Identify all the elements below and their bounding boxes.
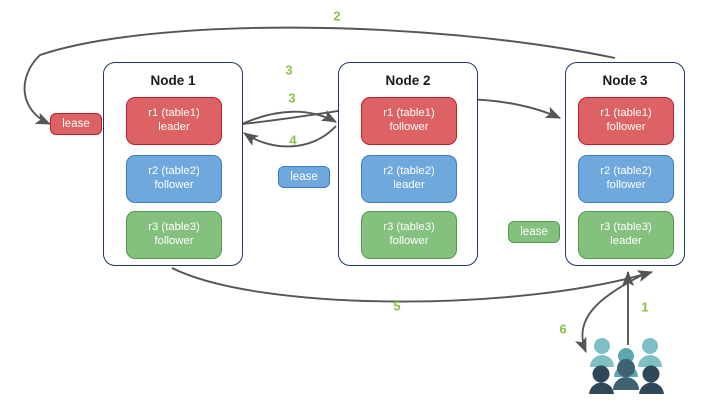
step-label-5: 5 — [393, 298, 401, 314]
step-label-2: 2 — [333, 8, 341, 24]
replica-n1-r2[interactable]: r2 (table2) follower — [126, 155, 222, 203]
clients-people-icon — [588, 334, 666, 395]
replica-n2-r1[interactable]: r1 (table1) follower — [361, 97, 457, 145]
replica-n3-r2[interactable]: r2 (table2) follower — [578, 155, 674, 203]
replica-role: follower — [606, 179, 646, 191]
replica-n1-r1[interactable]: r1 (table1) leader — [126, 97, 222, 145]
replica-role: follower — [389, 235, 429, 247]
replica-name: r3 (table3) — [383, 221, 435, 234]
node-card-2[interactable]: Node 2 r1 (table1) follower r2 (table2) … — [338, 62, 478, 266]
replica-n2-r3[interactable]: r3 (table3) follower — [361, 211, 457, 259]
node-card-1[interactable]: Node 1 r1 (table1) leader r2 (table2) fo… — [103, 62, 243, 266]
replica-role: leader — [393, 179, 425, 191]
lease-chip-red[interactable]: lease — [50, 113, 102, 135]
node-card-3[interactable]: Node 3 r1 (table1) follower r2 (table2) … — [565, 62, 685, 266]
arrow-step-5 — [171, 267, 654, 303]
node-title-1: Node 1 — [150, 73, 196, 88]
replica-role: follower — [606, 121, 646, 133]
step-label-4: 4 — [289, 132, 297, 148]
replica-n2-r2[interactable]: r2 (table2) leader — [361, 155, 457, 203]
replica-role: leader — [610, 235, 642, 247]
replica-name: r1 (table1) — [148, 107, 200, 120]
replica-n3-r3[interactable]: r3 (table3) leader — [578, 211, 674, 259]
node-title-2: Node 2 — [385, 73, 431, 88]
arrow-step-3-node2 — [241, 109, 338, 125]
step-label-3-upper: 3 — [285, 62, 293, 78]
replica-name: r2 (table2) — [600, 165, 652, 178]
replica-name: r3 (table3) — [148, 221, 200, 234]
replica-role: leader — [158, 121, 190, 133]
replica-role: follower — [154, 235, 194, 247]
lease-chip-blue[interactable]: lease — [278, 166, 330, 188]
replica-role: follower — [389, 121, 429, 133]
lease-chip-green[interactable]: lease — [508, 221, 560, 243]
node-title-3: Node 3 — [602, 73, 648, 88]
replica-n1-r3[interactable]: r3 (table3) follower — [126, 211, 222, 259]
replica-name: r3 (table3) — [600, 221, 652, 234]
replica-name: r2 (table2) — [148, 165, 200, 178]
step-label-1: 1 — [641, 299, 649, 315]
replica-role: follower — [154, 179, 194, 191]
step-label-3-lower: 3 — [288, 90, 296, 106]
step-label-6: 6 — [559, 321, 567, 337]
replica-n3-r1[interactable]: r1 (table1) follower — [578, 97, 674, 145]
replica-name: r1 (table1) — [600, 107, 652, 120]
replica-name: r1 (table1) — [383, 107, 435, 120]
replica-name: r2 (table2) — [383, 165, 435, 178]
